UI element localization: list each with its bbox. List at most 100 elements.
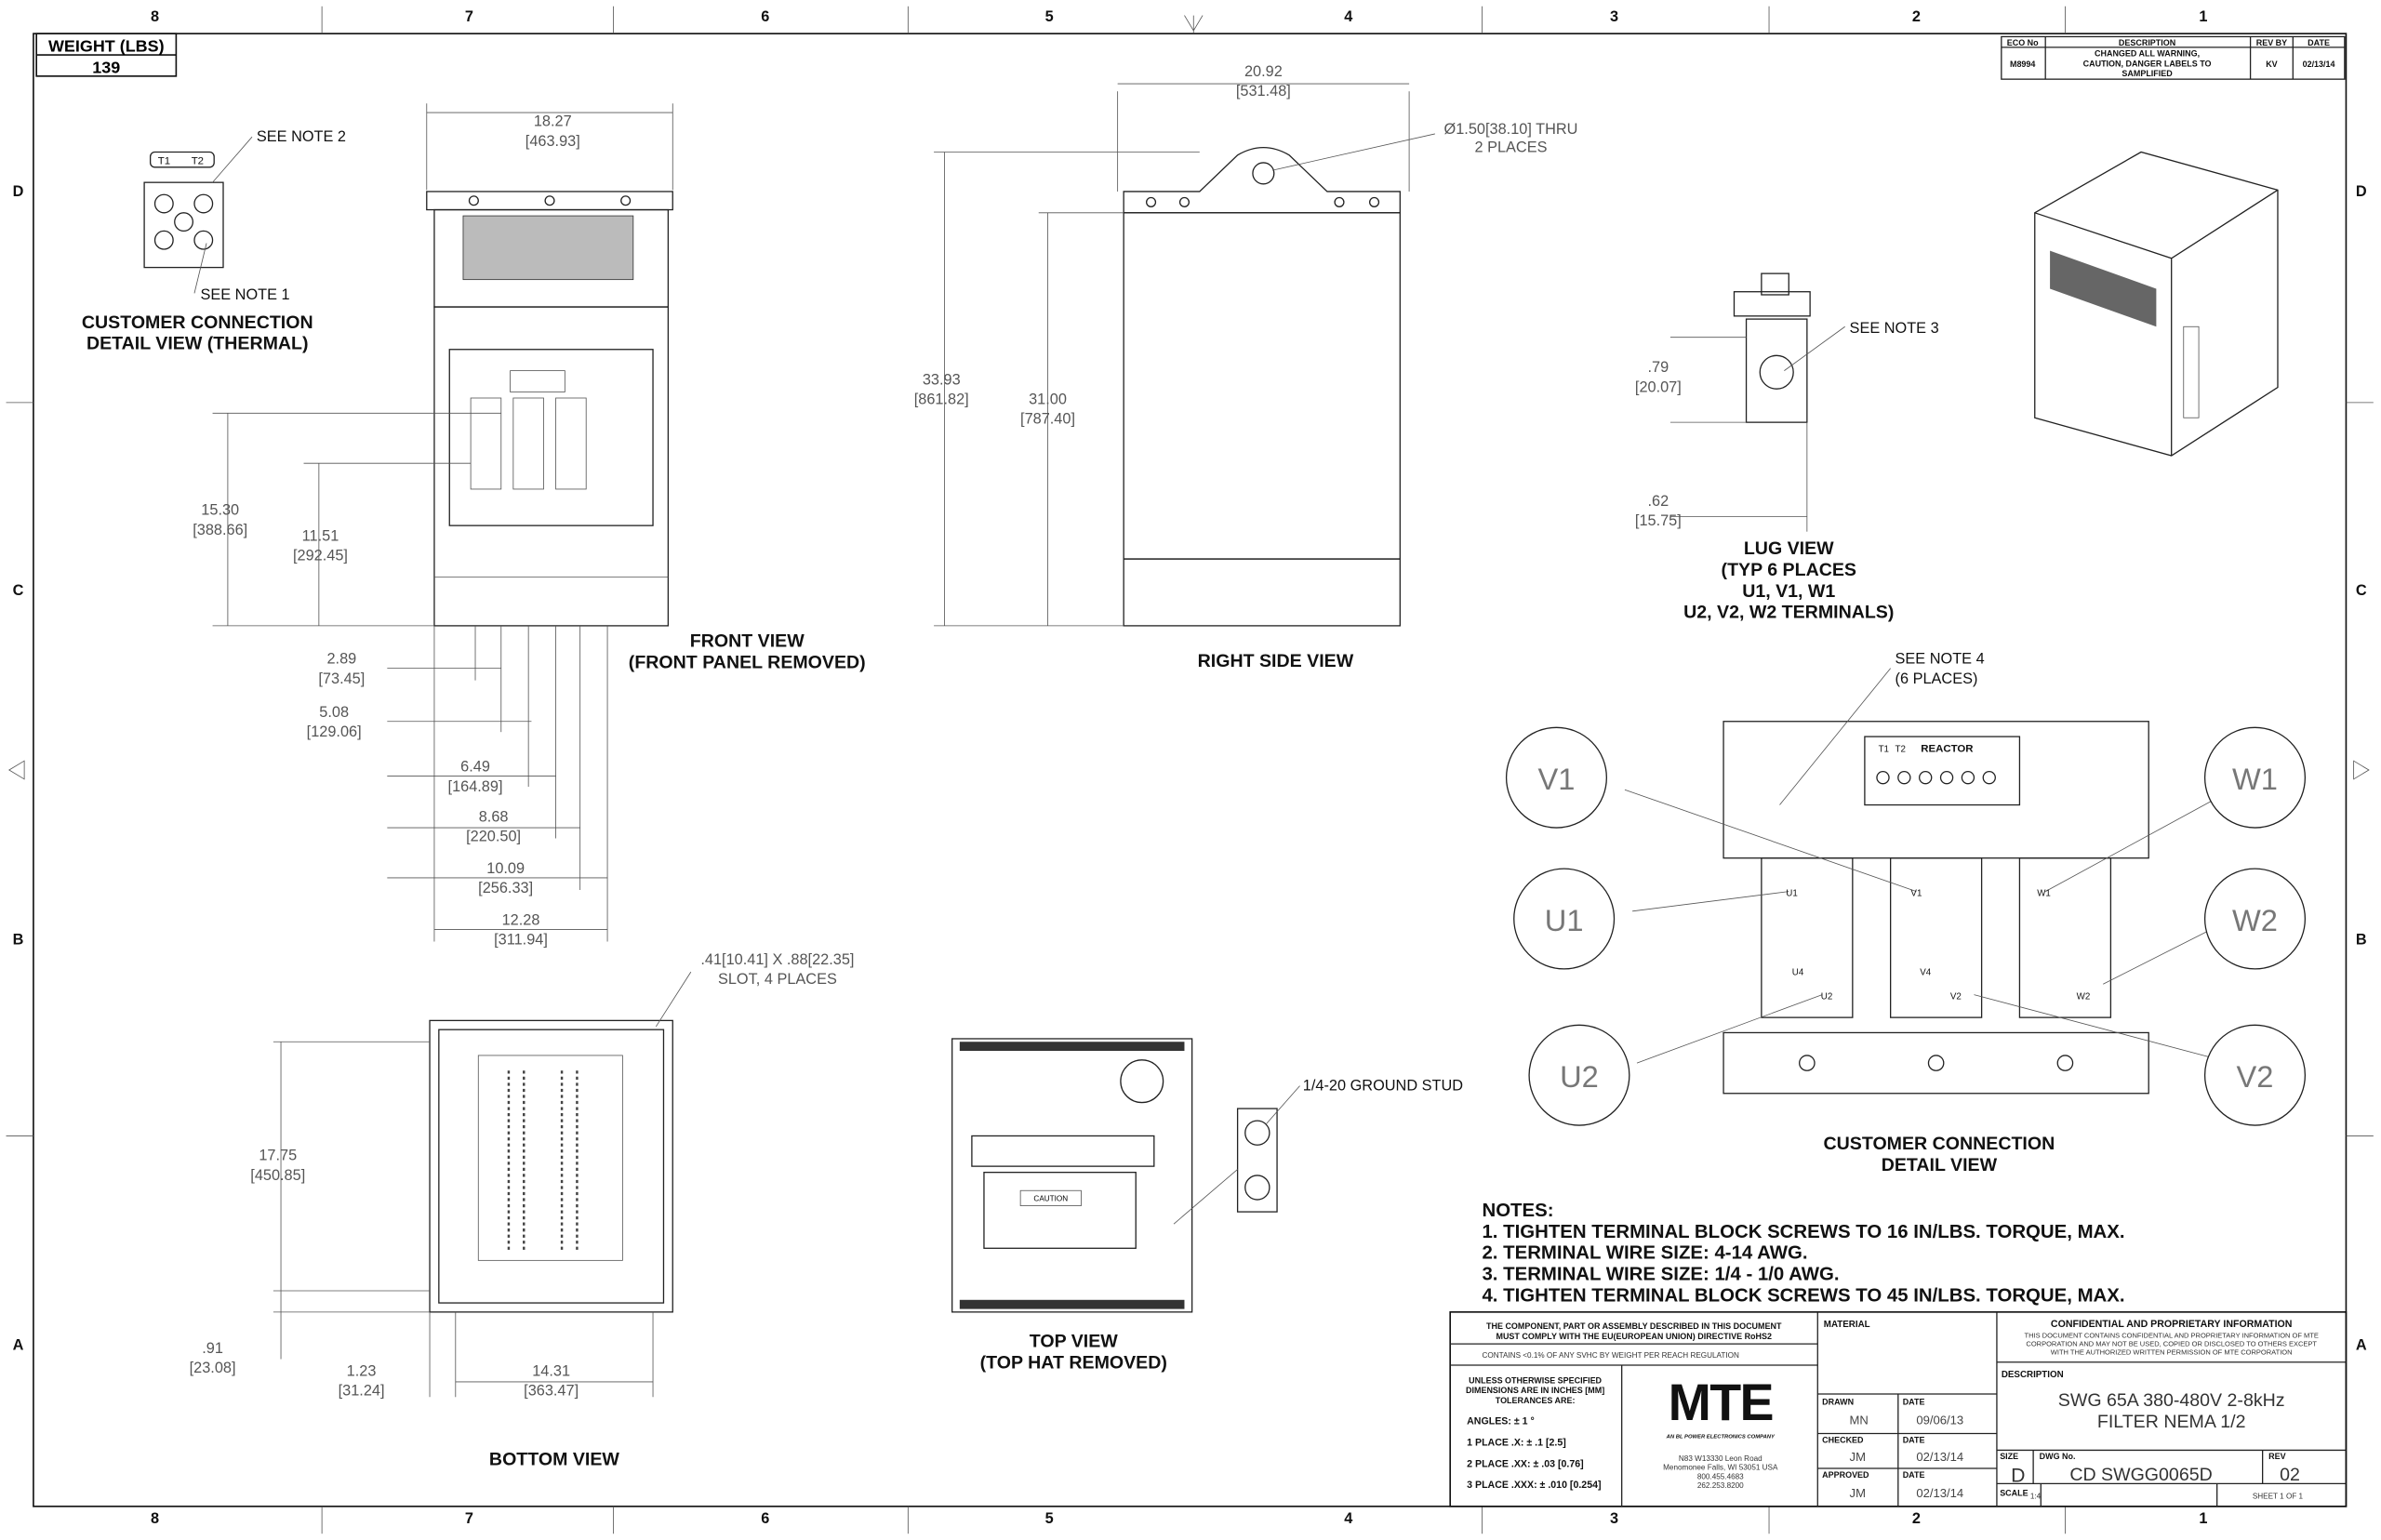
rev-header-date: DATE — [2308, 38, 2330, 47]
dim-x6: 12.28 — [502, 912, 540, 929]
mte-logo: MTE — [1669, 1374, 1773, 1431]
callout-v1: V1 — [1538, 762, 1576, 796]
thermal-t2: T2 — [192, 156, 204, 167]
zone-row: A — [2356, 1337, 2367, 1354]
zone-col: 5 — [1045, 8, 1054, 25]
dim-x1-mm: [73.45] — [318, 670, 365, 687]
isometric-view — [2034, 151, 2279, 457]
rev-value: 02 — [2280, 1465, 2300, 1485]
dim-bottom-depth-mm: [450.85] — [250, 1167, 305, 1184]
zone-ticks — [6, 6, 2374, 1534]
zone-col: 1 — [2199, 1510, 2207, 1527]
zone-col: 8 — [151, 1510, 159, 1527]
dim-bottom-width: 14.31 — [532, 1362, 570, 1379]
terminal-label: V4 — [1920, 967, 1932, 977]
bottom-view: .41[10.41] X .88[22.35] SLOT, 4 PLACES B… — [273, 951, 854, 1470]
view-title: (TOP HAT REMOVED) — [980, 1352, 1167, 1373]
rohs-text: THE COMPONENT, PART OR ASSEMBLY DESCRIBE… — [1486, 1321, 1782, 1331]
description-line: SWG 65A 380-480V 2-8kHz — [2058, 1390, 2285, 1411]
scale-value: 1:4 — [2030, 1493, 2042, 1501]
tolerance-3place: 3 PLACE .XXX: ± .010 [0.254] — [1467, 1480, 1601, 1491]
material-label: MATERIAL — [1824, 1320, 1870, 1330]
address-line: N83 W13330 Leon Road — [1679, 1454, 1762, 1463]
checked-label: CHECKED — [1822, 1435, 1864, 1444]
approved-date: 02/13/14 — [1916, 1486, 1963, 1500]
zone-row: D — [2356, 183, 2367, 200]
sheet-border — [33, 33, 2348, 1507]
dim-bottom-x1: 1.23 — [347, 1362, 377, 1379]
tolerance-1place: 1 PLACE .X: ± .1 [2.5] — [1467, 1438, 1566, 1449]
zone-col: 7 — [465, 1510, 473, 1527]
zone-row: D — [13, 183, 24, 200]
terminal-label: V2 — [1950, 992, 1962, 1002]
size-value: D — [2011, 1466, 2025, 1487]
dim-lug-h1-mm: [20.07] — [1635, 378, 1682, 395]
checked-by: JM — [1850, 1450, 1866, 1464]
dim-x3-mm: [164.89] — [448, 778, 503, 795]
tb-reactor: REACTOR — [1921, 743, 1973, 754]
hole-note: 2 PLACES — [1474, 139, 1547, 156]
slot-note: .41[10.41] X .88[22.35] — [700, 951, 854, 968]
dim-bottom-width-mm: [363.47] — [524, 1383, 579, 1400]
rev-eco: M8994 — [2010, 60, 2035, 69]
dim-front-h1-mm: [388.66] — [193, 522, 247, 538]
dim-overall-height: 33.93 — [923, 371, 961, 388]
rev-description-line: SAMPLIFIED — [2122, 69, 2173, 78]
weight-label: WEIGHT (LBS) — [48, 37, 165, 56]
dim-lug-h1: .79 — [1648, 359, 1669, 376]
rev-description-line: CHANGED ALL WARNING, — [2095, 49, 2200, 59]
thermal-detail-view: T1 T2 SEE NOTE 2 SEE NOTE 1 CUSTOMER CON… — [82, 128, 346, 354]
address-line: 800.455.4683 — [1697, 1472, 1744, 1480]
dim-front-width-mm: [463.93] — [525, 133, 580, 150]
rohs-text: MUST COMPLY WITH THE EU(EUROPEAN UNION) … — [1496, 1332, 1772, 1341]
date-label: DATE — [1903, 1470, 1925, 1480]
zone-row: C — [2356, 582, 2367, 599]
callout-w2: W2 — [2232, 903, 2278, 937]
note-item: 1. TIGHTEN TERMINAL BLOCK SCREWS TO 16 I… — [1482, 1222, 2124, 1242]
dwg-number: CD SWGG0065D — [2069, 1465, 2212, 1485]
tolerance-angles: ANGLES: ± 1 ° — [1467, 1416, 1535, 1427]
dim-front-h2: 11.51 — [302, 527, 339, 544]
dim-x5-mm: [256.33] — [478, 880, 533, 896]
drawn-by: MN — [1850, 1414, 1869, 1427]
dim-front-h1: 15.30 — [201, 502, 239, 519]
dim-x5: 10.09 — [486, 860, 525, 877]
weight-box: WEIGHT (LBS) 139 — [35, 33, 178, 77]
view-title: (FRONT PANEL REMOVED) — [629, 653, 866, 673]
callout-w1: W1 — [2232, 762, 2278, 796]
lug-view: SEE NOTE 3 LUG VIEW (TYP 6 PLACES U1, V1… — [1669, 272, 1939, 623]
see-note-2: SEE NOTE 2 — [257, 128, 346, 145]
dwg-label: DWG No. — [2040, 1452, 2076, 1461]
notes: NOTES: 1. TIGHTEN TERMINAL BLOCK SCREWS … — [1482, 1201, 2124, 1306]
callout-v2: V2 — [2237, 1059, 2274, 1094]
tolerance-header: DIMENSIONS ARE IN INCHES [MM] — [1466, 1386, 1604, 1395]
view-title: DETAIL VIEW — [1882, 1155, 1998, 1175]
terminal-label: U1 — [1786, 889, 1798, 899]
note-item: 2. TERMINAL WIRE SIZE: 4-14 AWG. — [1482, 1243, 1807, 1264]
front-view: FRONT VIEW (FRONT PANEL REMOVED) — [212, 103, 866, 942]
rev-header-description: DESCRIPTION — [2119, 38, 2175, 47]
dim-side-height: 31.00 — [1029, 392, 1067, 408]
mte-logo-sub: AN BL POWER ELECTRONICS COMPANY — [1666, 1434, 1776, 1440]
slot-note: SLOT, 4 PLACES — [718, 971, 837, 988]
hole-note: Ø1.50[38.10] THRU — [1444, 121, 1578, 138]
approved-by: JM — [1850, 1486, 1866, 1500]
sheet-number: SHEET 1 OF 1 — [2253, 1493, 2304, 1501]
zone-row: A — [13, 1337, 24, 1354]
dim-bottom-offset: .91 — [202, 1340, 223, 1357]
zone-col: 6 — [761, 8, 769, 25]
view-title: U1, V1, W1 — [1742, 581, 1835, 602]
zone-col: 5 — [1045, 1510, 1054, 1527]
zone-col: 7 — [465, 8, 473, 25]
approved-label: APPROVED — [1822, 1470, 1869, 1480]
callout-u2: U2 — [1560, 1059, 1599, 1094]
view-title: RIGHT SIDE VIEW — [1198, 651, 1354, 671]
caution-label: CAUTION — [1033, 1195, 1068, 1203]
revision-block: ECO No DESCRIPTION REV BY DATE M8994 CHA… — [2001, 35, 2346, 80]
see-note-3: SEE NOTE 3 — [1850, 320, 1939, 337]
dim-side-width-mm: [531.48] — [1236, 83, 1291, 100]
view-title: LUG VIEW — [1744, 538, 1834, 559]
title-block: THE COMPONENT, PART OR ASSEMBLY DESCRIBE… — [1449, 1311, 2348, 1507]
dim-x6-mm: [311.94] — [494, 932, 548, 949]
